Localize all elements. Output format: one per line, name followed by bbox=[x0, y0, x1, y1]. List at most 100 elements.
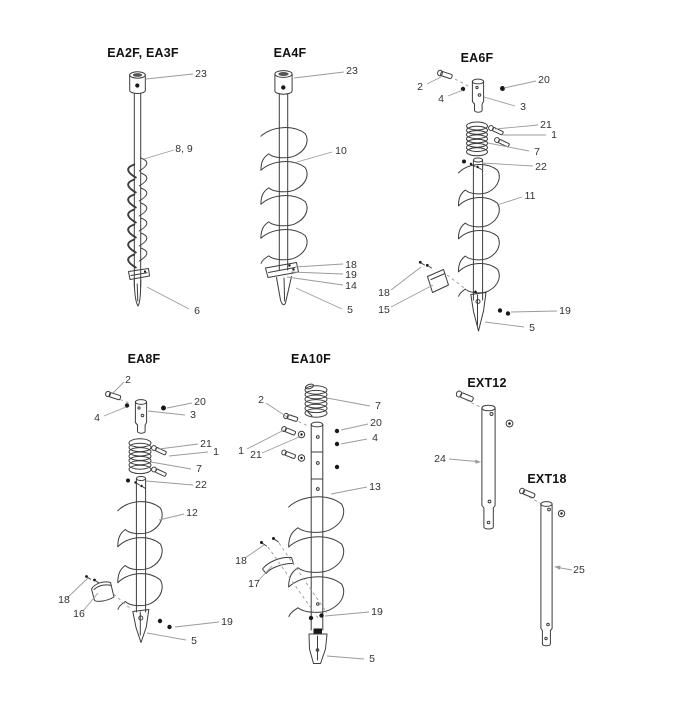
ea8f-assembly-dash bbox=[119, 399, 132, 405]
ea4f-drive-collar bbox=[274, 70, 293, 95]
ext18-assembly-dash bbox=[528, 496, 542, 504]
callout-ea10f-2: 2 bbox=[258, 394, 264, 406]
ea10f-figure bbox=[260, 383, 345, 664]
callout-ext12-24: 24 bbox=[434, 453, 446, 465]
ea8f-point-nut-1 bbox=[157, 618, 163, 624]
ea6f-adapter-tube bbox=[471, 78, 485, 113]
callout-ea6f-19: 19 bbox=[559, 305, 571, 317]
callout-ea8f-1: 1 bbox=[213, 446, 219, 458]
callout-ea6f-2: 2 bbox=[417, 81, 423, 93]
callout-ea2f-6: 6 bbox=[194, 305, 200, 317]
callout-ea10f-17: 17 bbox=[248, 578, 260, 590]
callout-ea6f-4: 4 bbox=[438, 93, 444, 105]
callout-ea8f-22: 22 bbox=[195, 479, 207, 491]
callout-ea4f-14: 14 bbox=[345, 280, 357, 292]
ea6f-point-nut-1 bbox=[497, 308, 503, 313]
ea8f-shaft-top bbox=[126, 476, 147, 613]
callout-ea8f-3: 3 bbox=[190, 409, 196, 421]
ext18-figure bbox=[519, 487, 566, 647]
ea8f-adapter-tube bbox=[134, 399, 148, 434]
callout-ea6f-7: 7 bbox=[534, 146, 540, 158]
ext12-bolt bbox=[455, 390, 474, 402]
ext12-nut bbox=[505, 419, 514, 428]
ea10f-point-nut-1 bbox=[308, 615, 314, 621]
ea8f-nut bbox=[161, 405, 166, 411]
callout-ea8f-20: 20 bbox=[194, 396, 206, 408]
callout-ea10f-18: 18 bbox=[235, 555, 247, 567]
figure-title-ea2f: EA2F, EA3F bbox=[107, 46, 179, 60]
ea4f-blade bbox=[265, 262, 299, 278]
ea6f-spring bbox=[466, 121, 488, 157]
ea6f-bolt-b bbox=[494, 137, 510, 148]
callout-ext18-25: 25 bbox=[573, 564, 585, 576]
ea8f-spring bbox=[128, 438, 152, 475]
ea8f-bolt-a bbox=[151, 445, 167, 456]
ea4f-flighting bbox=[260, 127, 308, 264]
callout-ea10f-7: 7 bbox=[375, 400, 381, 412]
ea10f-shaft bbox=[310, 421, 324, 631]
ea8f-clevis-pin bbox=[105, 390, 122, 401]
callout-ea6f-5: 5 bbox=[529, 322, 535, 334]
callout-ea8f-16: 16 bbox=[73, 608, 85, 620]
ea6f-blade bbox=[418, 260, 449, 293]
ea10f-assembly-dash bbox=[298, 421, 310, 427]
callout-ea6f-15: 15 bbox=[378, 304, 390, 316]
ea6f-point bbox=[470, 290, 487, 332]
callout-ea10f-1: 1 bbox=[238, 445, 244, 457]
ea10f-point-nut-2 bbox=[319, 613, 324, 618]
ea10f-spring bbox=[304, 383, 328, 418]
ea10f-locknut-a bbox=[297, 430, 306, 439]
callout-ea8f-18: 18 bbox=[58, 594, 70, 606]
ea8f-blade-dash bbox=[113, 593, 132, 610]
figure-title-ea10f: EA10F bbox=[291, 352, 331, 366]
callout-ea4f-19: 19 bbox=[345, 269, 357, 281]
ea10f-clevis-pin bbox=[283, 412, 299, 422]
ea2f-point bbox=[133, 279, 142, 307]
ext12-assembly-dash bbox=[465, 399, 481, 408]
callout-ea6f-11: 11 bbox=[524, 190, 536, 202]
ea4f-figure bbox=[260, 70, 308, 306]
figure-title-ext18: EXT18 bbox=[527, 472, 567, 486]
callout-ea4f-23: 23 bbox=[346, 65, 358, 77]
callout-ea10f-5: 5 bbox=[369, 653, 375, 665]
ea4f-shaft bbox=[278, 93, 289, 271]
ea10f-point bbox=[308, 628, 328, 664]
callout-ea8f-7: 7 bbox=[196, 463, 202, 475]
ea6f-bolt-a bbox=[488, 125, 504, 136]
ext12-tube bbox=[481, 404, 496, 530]
callout-ea10f-13: 13 bbox=[369, 481, 381, 493]
callout-ea10f-19: 19 bbox=[371, 606, 383, 618]
callout-ea6f-20: 20 bbox=[538, 74, 550, 86]
leader-lines bbox=[66, 71, 573, 660]
callout-ea8f-2: 2 bbox=[125, 374, 131, 386]
callout-ea8f-4: 4 bbox=[94, 412, 100, 424]
callout-ea10f-4: 4 bbox=[372, 432, 378, 444]
callout-ea8f-12: 12 bbox=[186, 507, 198, 519]
ea10f-flighting bbox=[288, 496, 345, 618]
callout-ea8f-19: 19 bbox=[221, 616, 233, 628]
callout-ea10f-21: 21 bbox=[250, 449, 262, 461]
ext18-tube bbox=[540, 501, 553, 647]
ea6f-figure bbox=[418, 69, 511, 332]
figure-title-ea8f: EA8F bbox=[127, 352, 161, 366]
callout-ea2f-23: 23 bbox=[195, 68, 207, 80]
ea6f-shaft-top bbox=[462, 157, 484, 301]
ea8f-point bbox=[132, 609, 150, 643]
callout-ea8f-5: 5 bbox=[191, 635, 197, 647]
callout-ea6f-3: 3 bbox=[520, 101, 526, 113]
ea6f-point-nut-2 bbox=[505, 311, 511, 316]
ext18-nut bbox=[557, 509, 566, 518]
ea4f-point bbox=[276, 276, 292, 306]
callout-ea6f-21: 21 bbox=[540, 119, 552, 131]
callout-ea6f-18: 18 bbox=[378, 287, 390, 299]
callout-ea6f-1: 1 bbox=[551, 129, 557, 141]
ea10f-nut-3 bbox=[334, 464, 340, 470]
ea2f-shaft bbox=[133, 93, 142, 288]
ea6f-assembly-dash bbox=[454, 78, 471, 88]
ea2f-flighting-front bbox=[138, 157, 148, 262]
callout-ea10f-20: 20 bbox=[370, 417, 382, 429]
ea10f-bolt-a bbox=[281, 426, 296, 436]
callout-ea4f-10: 10 bbox=[335, 145, 347, 157]
ea10f-bolt-b bbox=[281, 449, 296, 459]
